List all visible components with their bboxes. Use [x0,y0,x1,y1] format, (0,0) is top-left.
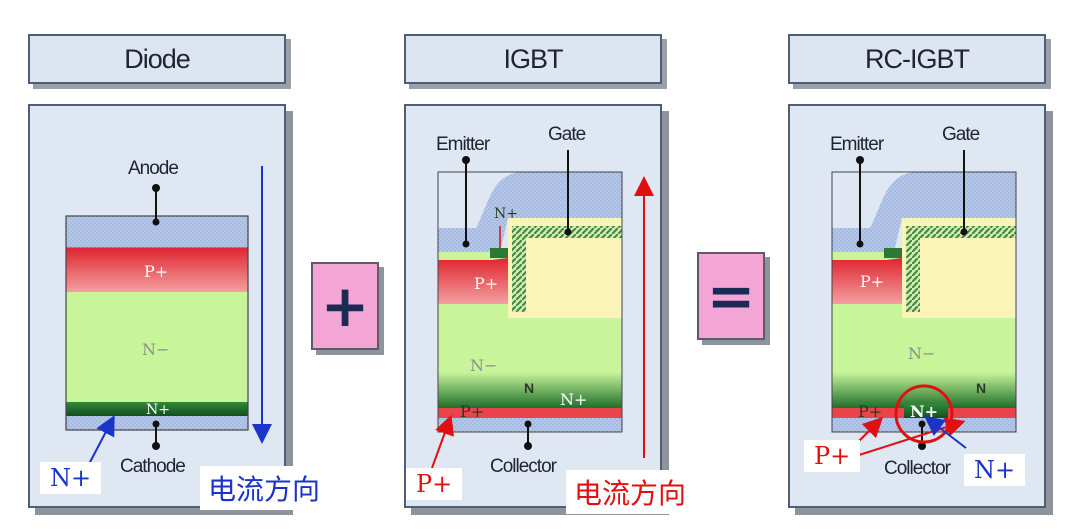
plus-operator: + [311,262,379,350]
rcigbt-n-plus-bottom-label: N+ [910,402,939,421]
diode-current-direction: 电流方向 [200,466,329,510]
equals-symbol: = [706,262,756,330]
rcigbt-n-minus-label: N− [908,344,936,363]
diode-n-minus-region [66,292,248,402]
igbt-p-plus-pointer [431,414,454,469]
igbt-gate-label: Gate [548,124,586,145]
rcigbt-n-buffer [832,372,1016,408]
rcigbt-collector-terminal [918,442,926,450]
diode-n-minus-label: N− [142,340,170,359]
igbt-collector-contact [524,420,532,428]
diode-structure [65,166,272,467]
igbt-emitter-label: Emitter [436,134,490,155]
rcigbt-title-text: RC-IGBT [865,43,970,74]
rcigbt-p-plus-collector-left [832,408,904,418]
rcigbt-emitter-label: Emitter [830,134,884,155]
igbt-p-plus-bottom-label: P+ [460,402,485,421]
diode-cathode-label: Cathode [120,456,186,477]
igbt-n-plus-source [490,248,508,258]
diode-p-plus-region [66,248,248,292]
diode-anode-label: Anode [128,158,179,179]
rcigbt-p-plus-note: P+ [804,440,861,472]
rcigbt-n-plus-note: N+ [964,454,1026,486]
plus-symbol: + [320,272,370,340]
igbt-outline [437,171,623,433]
igbt-p-plus-top-label: P+ [474,274,499,293]
igbt-gate-poly [512,226,622,312]
diode-anode-terminal [152,184,160,192]
diode-title: Diode [28,34,286,84]
rcigbt-emitter-metal [832,172,1016,252]
rcigbt-p-plus-collector-right [948,408,1016,418]
diode-n-plus-region [66,402,248,416]
igbt-p-plus-note: P+ [406,468,463,500]
rcigbt-p-plus-bottom-label: P+ [858,402,883,421]
diode-cathode-terminal [152,442,160,450]
rcigbt-collector-contact [918,420,926,428]
diode-p-plus-label: P+ [144,262,169,281]
rcigbt-gate-label: Gate [942,124,980,145]
igbt-n-buffer [438,372,622,408]
igbt-current-direction: 电流方向 [566,470,695,514]
diode-n-plus-pointer [87,415,115,467]
rcigbt-n-buffer-label: N [976,380,987,396]
diode-anode-contact [152,218,160,226]
rcigbt-gate-contact [960,228,968,236]
igbt-p-plus-body [438,258,508,304]
rcigbt-emitter-contact [856,240,864,248]
igbt-title-text: IGBT [503,43,563,74]
igbt-emitter-terminal [462,156,470,164]
rcigbt-n-plus-pointer [924,415,967,449]
diode-cathode-contact [152,420,160,428]
igbt-emitter-metal [438,172,622,252]
rcigbt-gate-poly [906,226,1016,312]
equals-operator: = [697,252,765,340]
diode-n-plus-label: N+ [146,402,170,418]
rcigbt-p-plus-top-label: P+ [860,272,885,291]
igbt-n-plus-right-label: N+ [560,390,588,409]
igbt-collector-label: Collector [490,456,557,477]
igbt-n-buffer-label: N [524,380,535,396]
igbt-n-minus-label: N− [470,356,498,375]
rcigbt-emitter-terminal [856,156,864,164]
rcigbt-outline [831,171,1017,433]
igbt-collector-terminal [524,442,532,450]
diode-title-text: Diode [124,43,191,74]
igbt-n-plus-top-label: N+ [494,206,518,222]
rcigbt-n-plus-highlight [894,384,954,444]
rcigbt-p-plus-body [832,258,902,304]
rcigbt-structure [831,150,1017,457]
rcigbt-title: RC-IGBT [788,34,1046,84]
rcigbt-collector-label: Collector [884,458,951,479]
igbt-gate-contact [564,228,572,236]
rcigbt-n-plus-collector [904,404,948,418]
igbt-structure [431,150,654,469]
diode-n-plus-note: N+ [40,462,102,494]
igbt-emitter-contact [462,240,470,248]
rcigbt-n-plus-source [884,248,902,258]
igbt-p-plus-collector [438,408,622,418]
igbt-title: IGBT [404,34,662,84]
